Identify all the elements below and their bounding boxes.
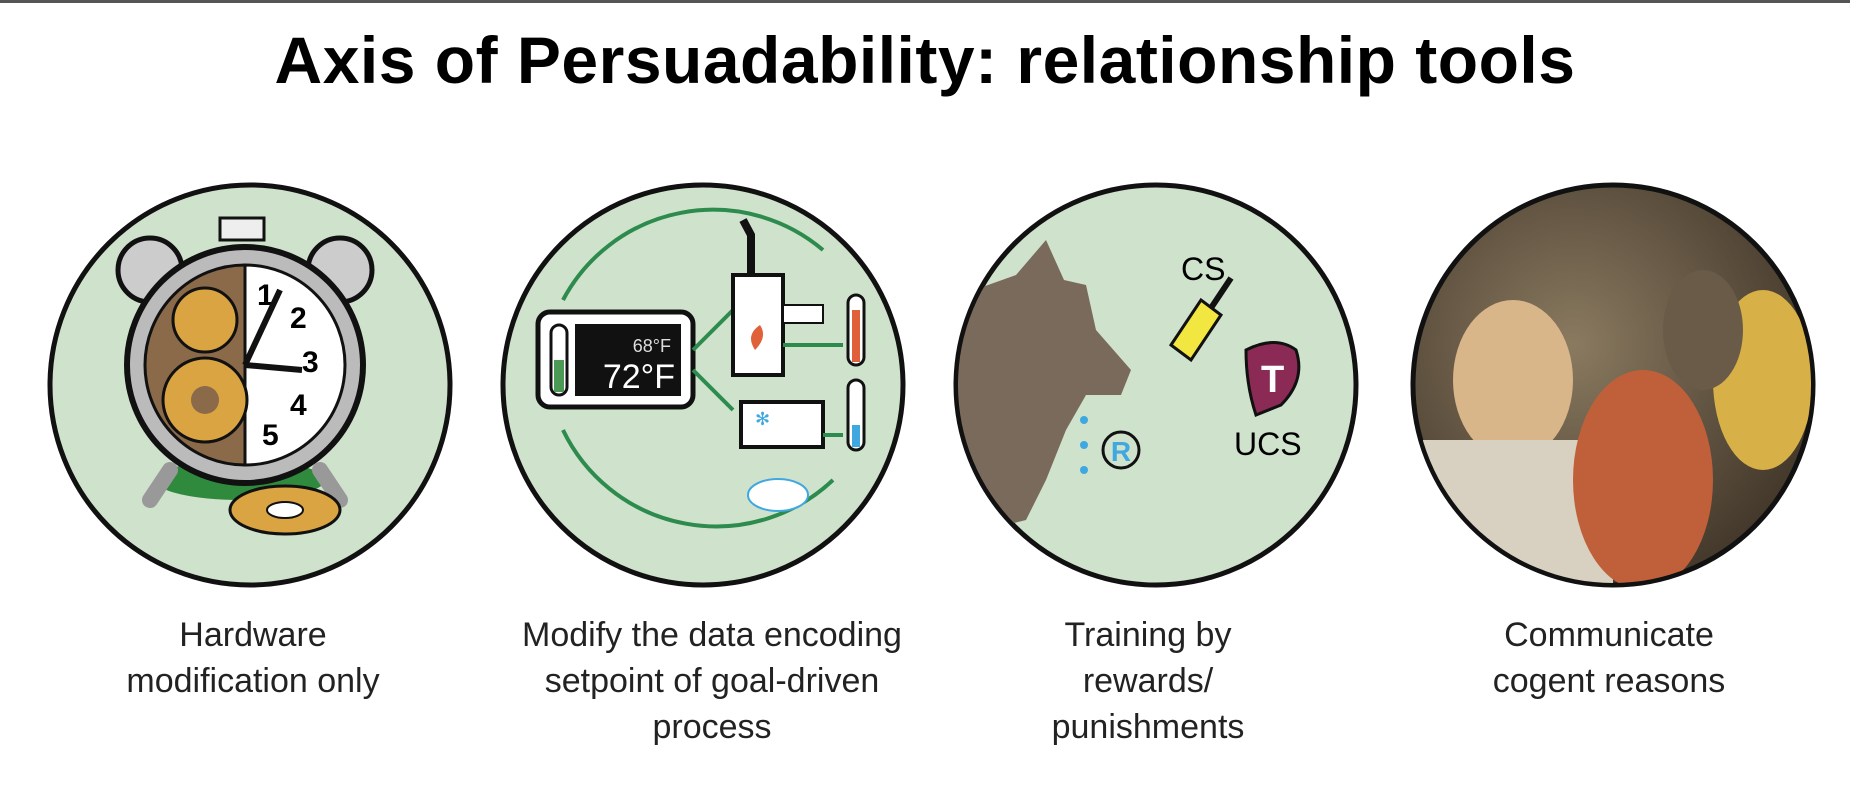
slide-title: Axis of Persuadability: relationship too…	[274, 23, 1576, 97]
svg-text:3: 3	[302, 346, 319, 379]
response-label: R	[1111, 436, 1131, 467]
top-border	[0, 0, 1850, 3]
svg-text:5: 5	[262, 419, 279, 452]
socrates-painting-icon	[1410, 182, 1816, 588]
setpoint-temp: 72°F	[603, 358, 675, 396]
alarm-clock-gears-icon: 1 2 3 4 5	[47, 182, 453, 588]
cs-label: CS	[1181, 251, 1225, 287]
svg-text:T: T	[1261, 359, 1284, 401]
ucs-label: UCS	[1234, 426, 1302, 462]
svg-text:2: 2	[290, 302, 307, 335]
svg-text:✻: ✻	[755, 409, 770, 430]
panel-communicate	[1403, 180, 1823, 600]
svg-text:1: 1	[257, 279, 274, 312]
thermostat-feedback-icon: 68°F 72°F ✻	[500, 182, 906, 588]
dog-conditioning-icon: CS T UCS R	[953, 182, 1359, 588]
panel-training: CS T UCS R	[946, 180, 1366, 600]
panel-thermostat: 68°F 72°F ✻	[493, 180, 913, 600]
panel-hardware: 1 2 3 4 5	[40, 180, 460, 600]
current-temp: 68°F	[633, 336, 671, 356]
svg-text:4: 4	[290, 389, 307, 422]
